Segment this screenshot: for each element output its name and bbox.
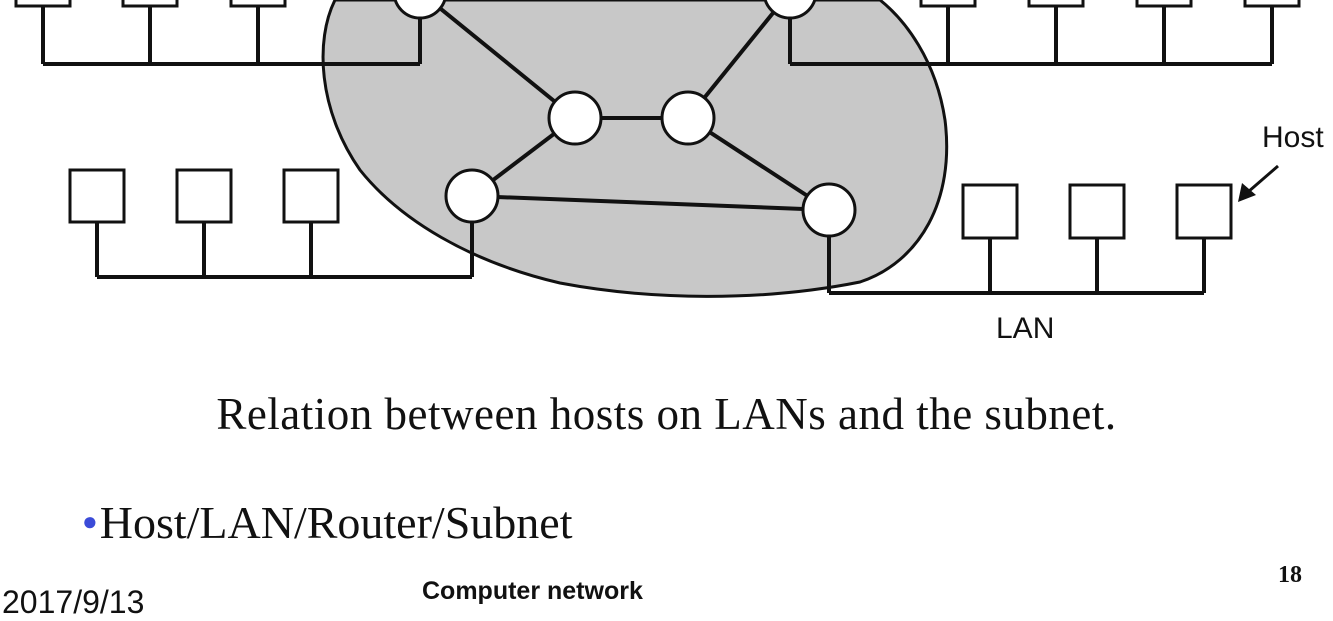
host-bottom-left-3 [282, 168, 340, 224]
subnet-region [321, 0, 949, 298]
lan-label: LAN [996, 312, 1054, 345]
bullet-marker-icon: ● [82, 507, 98, 536]
router-top-left [393, 0, 447, 20]
host-arrow [1238, 164, 1279, 202]
bullet-text: Host/LAN/Router/Subnet [99, 497, 573, 548]
diagram-caption: Relation between hosts on LANs and the s… [216, 389, 1117, 439]
host-top-left-3 [229, 0, 287, 8]
router-top-right [763, 0, 817, 20]
page-number: 18 [1278, 562, 1302, 588]
footer-title: Computer network [422, 577, 643, 605]
host-top-right-1 [919, 0, 977, 8]
host-bottom-right-3 [1175, 183, 1233, 240]
network-diagram: Host LAN [14, 0, 1324, 345]
router-center-right [660, 90, 716, 146]
host-bottom-left-1 [68, 168, 126, 224]
host-bottom-left-2 [175, 168, 233, 224]
host-bottom-right-2 [1068, 183, 1126, 240]
bullet-item: ●Host/LAN/Router/Subnet [82, 496, 572, 549]
host-label: Host [1262, 121, 1324, 154]
router-bottom-left [444, 168, 500, 224]
host-top-left-2 [121, 0, 179, 8]
footer-date: 2017/9/13 [2, 584, 145, 620]
host-top-left-1 [14, 0, 72, 8]
router-center-left [547, 90, 603, 146]
host-top-right-2 [1027, 0, 1085, 8]
host-top-right-4 [1243, 0, 1301, 8]
host-bottom-right-1 [961, 183, 1019, 240]
host-top-right-3 [1135, 0, 1193, 8]
router-bottom-right [801, 182, 857, 238]
